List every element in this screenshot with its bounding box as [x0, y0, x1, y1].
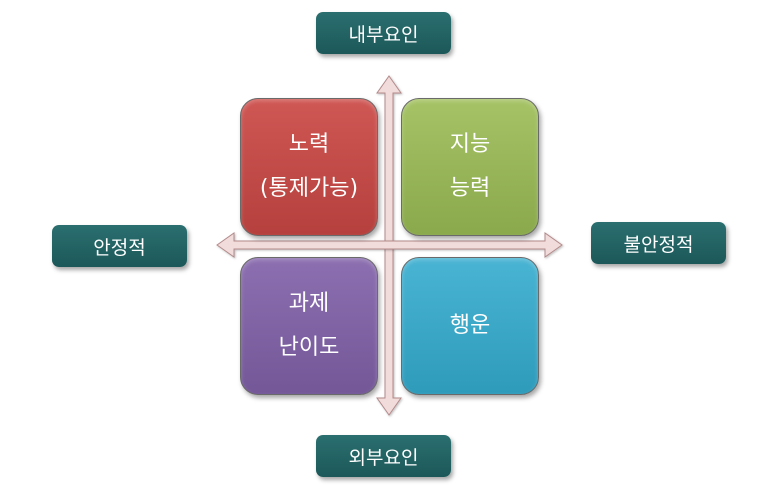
label-stable-text: 안정적 [93, 236, 146, 259]
quadrant-task-difficulty-line2: 난이도 [278, 335, 340, 360]
label-unstable: 불안정적 [591, 222, 726, 264]
quadrant-task-difficulty-line1: 과제 [288, 291, 330, 316]
label-external-factor-text: 외부요인 [348, 446, 419, 469]
quadrant-effort: 노력 (통제가능) [240, 98, 378, 236]
label-external-factor: 외부요인 [316, 435, 451, 477]
horizontal-axis-arrow [216, 232, 563, 258]
quadrant-effort-line1: 노력 [288, 132, 330, 157]
quadrant-intelligence: 지능 능력 [401, 98, 539, 236]
label-internal-factor: 내부요인 [316, 12, 451, 54]
label-stable: 안정적 [52, 225, 187, 267]
quadrant-intelligence-line2: 능력 [449, 176, 491, 201]
quadrant-task-difficulty: 과제 난이도 [240, 257, 378, 395]
label-internal-factor-text: 내부요인 [348, 23, 419, 46]
quadrant-luck: 행운 [401, 257, 539, 395]
label-unstable-text: 불안정적 [623, 233, 694, 256]
quadrant-luck-line1: 행운 [449, 313, 491, 338]
quadrant-effort-line2: (통제가능) [259, 176, 359, 201]
quadrant-intelligence-line1: 지능 [449, 132, 491, 157]
